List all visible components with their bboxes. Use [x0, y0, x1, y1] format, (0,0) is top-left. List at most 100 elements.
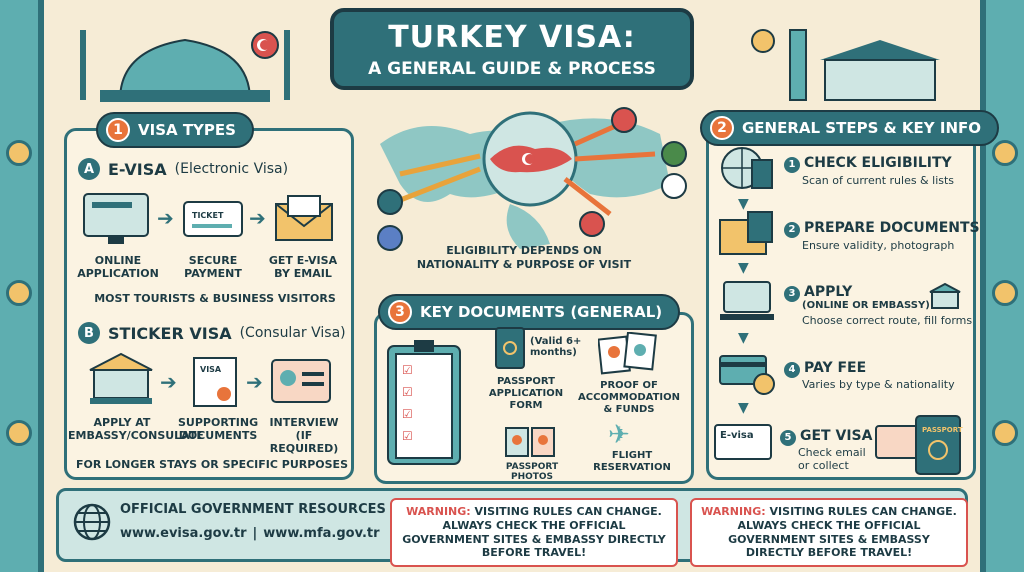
ornament-icon — [6, 280, 32, 306]
checklist-icon: ☑ ☑ ☑ ☑ — [387, 340, 461, 465]
sticker-step-2: SUPPORTING DOCUMENTS — [178, 416, 259, 443]
step1-desc: Scan of current rules & lists — [802, 174, 955, 187]
evisa-step-3: GET E-VISA BY EMAIL — [268, 254, 338, 281]
mfa-link[interactable]: www.mfa.gov.tr — [263, 526, 380, 541]
section1-header: 1 VISA TYPES — [96, 112, 254, 148]
sticker-step-1: APPLY AT EMBASSY/CONSULATE — [68, 416, 204, 443]
visa-doc-label: VISA — [200, 365, 222, 374]
arrow-down-icon: ▼ — [738, 400, 749, 416]
step4-desc: Varies by type & nationality — [802, 378, 955, 391]
email-envelope-icon — [275, 195, 333, 241]
warning-text-2: VISITING RULES CAN CHANGE. ALWAYS CHECK … — [728, 505, 957, 560]
world-map-icon — [380, 111, 670, 249]
evisa-subtitle: (Electronic Visa) — [174, 161, 289, 177]
embassy-building-icon — [89, 352, 153, 404]
doc-accommodation: PROOF OF ACCOMMODATION & FUNDS — [578, 380, 680, 415]
title-line1: TURKEY VISA: — [388, 20, 636, 55]
warning-label-2: WARNING: — [701, 505, 766, 518]
ornament-icon — [992, 140, 1018, 166]
section3-number: 3 — [388, 300, 412, 324]
arrow-down-icon: ▼ — [738, 330, 749, 346]
flag-icon — [377, 225, 403, 251]
evisa-card: E-visa — [714, 424, 772, 460]
airplane-icon: ✈ — [608, 420, 630, 450]
flag-icon — [377, 189, 403, 215]
flag-icon — [661, 173, 687, 199]
section2-header: 2 GENERAL STEPS & KEY INFO — [700, 110, 999, 146]
right-border-ornament — [980, 0, 1024, 572]
evisa-step-1: ONLINE APPLICATION — [77, 254, 159, 281]
globe-passport-icon — [721, 147, 773, 189]
step3-sub: (ONLINE OR EMBASSY) — [802, 300, 930, 311]
left-border-ornament — [0, 0, 44, 572]
turkey-flag-icon — [579, 211, 605, 237]
flag-icon — [751, 29, 775, 53]
evisa-heading: A E-VISA (Electronic Visa) — [78, 158, 288, 180]
svg-text:☑: ☑ — [402, 429, 413, 443]
resources-title: OFFICIAL GOVERNMENT RESOURCES — [120, 502, 386, 517]
warning-box-1: WARNING: VISITING RULES CAN CHANGE. ALWA… — [390, 498, 678, 567]
svg-text:☑: ☑ — [402, 363, 413, 377]
section2-label: GENERAL STEPS & KEY INFO — [742, 119, 981, 137]
title-line2: A GENERAL GUIDE & PROCESS — [368, 59, 656, 79]
passport-visa-icon: PASSPORT — [875, 415, 963, 475]
flag-icon — [611, 107, 637, 133]
svg-text:☑: ☑ — [402, 407, 413, 421]
warning-text-1: VISITING RULES CAN CHANGE. ALWAYS CHECK … — [402, 505, 666, 560]
sticker-title: STICKER VISA — [108, 323, 232, 343]
doc-passport: PASSPORT APPLICATION FORM — [488, 376, 564, 411]
warning-box-2: WARNING: VISITING RULES CAN CHANGE. ALWA… — [690, 498, 968, 567]
folder-documents-icon — [719, 211, 773, 255]
doc-photos: PASSPORT PHOTOS — [505, 462, 559, 482]
ornament-icon — [992, 420, 1018, 446]
step5-desc: Check email or collect — [798, 446, 866, 472]
map-caption: ELIGIBILITY DEPENDS ON NATIONALITY & PUR… — [416, 244, 632, 272]
arrow-right-icon: ➔ — [246, 370, 263, 394]
section1-label: VISA TYPES — [138, 121, 236, 139]
turkey-flag-icon — [251, 31, 279, 59]
evisa-note: MOST TOURISTS & BUSINESS VISITORS — [94, 292, 336, 305]
flag-icon — [661, 141, 687, 167]
visa-types-panel — [64, 128, 354, 480]
passport-icon — [495, 327, 525, 369]
evisa-letter: A — [78, 158, 100, 180]
mosque-skyline-icon — [80, 30, 290, 102]
svg-text:☑: ☑ — [402, 385, 413, 399]
link-separator: | — [252, 526, 258, 541]
evisa-link[interactable]: www.evisa.gov.tr — [120, 526, 247, 541]
section2-number: 2 — [710, 116, 734, 140]
step2-desc: Ensure validity, photograph — [802, 239, 955, 252]
credit-card-coin-icon — [719, 355, 775, 395]
step3-desc: Choose correct route, fill forms — [802, 314, 973, 327]
passport-photos-icon — [505, 427, 555, 457]
arrow-right-icon: ➔ — [160, 370, 177, 394]
sticker-step-3: INTERVIEW (IF REQUIRED) — [269, 416, 339, 456]
sticker-note: FOR LONGER STAYS OR SPECIFIC PURPOSES — [76, 458, 348, 471]
ornament-icon — [6, 140, 32, 166]
photo-frames-icon — [598, 332, 657, 375]
evisa-step-2: SECURE PAYMENT — [184, 254, 242, 281]
evisa-title: E-VISA — [108, 159, 167, 179]
ornament-icon — [992, 280, 1018, 306]
ornament-icon — [6, 420, 32, 446]
id-card-icon — [271, 359, 331, 403]
ticket-label: TICKET — [192, 211, 224, 220]
sticker-subtitle: (Consular Visa) — [239, 325, 346, 341]
sticker-letter: B — [78, 322, 100, 344]
section3-header: 3 KEY DOCUMENTS (GENERAL) — [378, 294, 681, 330]
passport-validity: (Valid 6+ months) — [530, 336, 582, 358]
embassy-icon — [929, 282, 961, 309]
laptop-icon — [720, 281, 774, 320]
title-banner: TURKEY VISA: A GENERAL GUIDE & PROCESS — [330, 8, 694, 90]
doc-flight: FLIGHT RESERVATION — [593, 450, 671, 473]
arrow-right-icon: ➔ — [157, 206, 174, 230]
warning-label-1: WARNING: — [406, 505, 471, 518]
arrow-down-icon: ▼ — [738, 196, 749, 212]
arrow-right-icon: ➔ — [249, 206, 266, 230]
